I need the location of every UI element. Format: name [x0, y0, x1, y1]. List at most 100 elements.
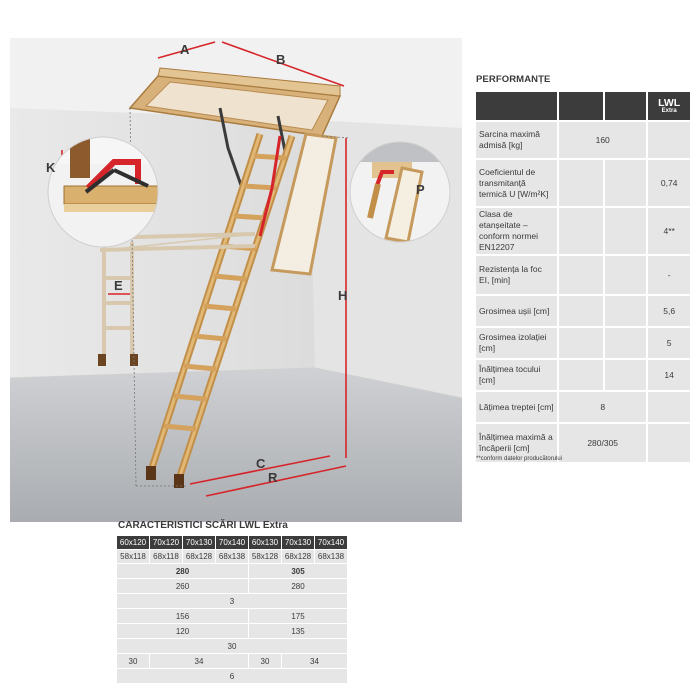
- dim-label-c: C: [256, 456, 266, 471]
- header-cell-1: [559, 92, 603, 120]
- value-b: 34: [150, 654, 248, 668]
- characteristics-title: CARACTERISTICI SCĂRI LWL Extra: [118, 520, 288, 531]
- row-value: 160: [559, 122, 647, 158]
- dim-label-a: A: [180, 42, 190, 57]
- inner-size-cell: 58x118: [117, 550, 149, 563]
- value-full: 30: [117, 639, 347, 653]
- dim-label-b: B: [276, 52, 285, 67]
- handrail: [258, 135, 282, 237]
- row-value: 14: [648, 360, 690, 390]
- height-left: 280: [117, 564, 248, 578]
- size-cell: 70x140: [216, 536, 248, 549]
- row-label: Înălțimea tocului [cm]: [476, 360, 558, 390]
- inner-size-cell: 68x128: [282, 550, 314, 563]
- header-cell-label: [476, 92, 558, 120]
- row-value: 280/305: [559, 424, 647, 462]
- table-row: Lățimea treptei [cm] 8: [476, 392, 690, 422]
- row-value-empty: [604, 328, 647, 358]
- table-row: Clasa de etanșeitate – conform normei EN…: [476, 208, 690, 254]
- header-cell-2: [604, 92, 647, 120]
- table-row: 6: [117, 669, 347, 683]
- table-row: 260 280: [117, 579, 347, 593]
- row-value-empty: [604, 296, 647, 326]
- dim-label-h: H: [338, 288, 347, 303]
- row-label: Coeficientul de transmitanță termică U […: [476, 160, 558, 206]
- ladder-steps: [163, 153, 287, 432]
- table-row: 120 135: [117, 624, 347, 638]
- row-value-empty: [648, 122, 690, 158]
- row-value: 8: [559, 392, 647, 422]
- row-value-empty: [604, 256, 647, 294]
- row-value: 5: [648, 328, 690, 358]
- characteristics-table: 60x120 70x120 70x130 70x140 60x130 70x13…: [116, 535, 348, 684]
- size-cell: 60x120: [117, 536, 149, 549]
- row-value-empty: [559, 208, 603, 254]
- value-d: 34: [282, 654, 347, 668]
- inner-size-cell: 58x128: [249, 550, 281, 563]
- table-row: Grosimea ușii [cm] 5,6: [476, 296, 690, 326]
- row-value-empty: [559, 256, 603, 294]
- performance-title: PERFORMANȚE: [476, 74, 551, 85]
- height-right: 305: [249, 564, 347, 578]
- size-cell: 70x130: [282, 536, 314, 549]
- table-row: Înălțimea maximă a încăperii [cm] 280/30…: [476, 424, 690, 462]
- inner-size-cell: 68x138: [216, 550, 248, 563]
- dim-label-k: K: [46, 160, 56, 175]
- floor: [10, 368, 462, 522]
- sizes-row: 60x120 70x120 70x130 70x140 60x130 70x13…: [117, 536, 347, 549]
- performance-header-row: LWL Extra: [476, 92, 690, 120]
- value-right: 280: [249, 579, 347, 593]
- inner-size-cell: 68x118: [150, 550, 182, 563]
- value-right: 175: [249, 609, 347, 623]
- row-value-empty: [648, 392, 690, 422]
- header-cell-lwl-extra: LWL Extra: [648, 92, 690, 120]
- header-lwl: LWL: [658, 96, 681, 109]
- table-row: 156 175: [117, 609, 347, 623]
- loft-ladder-illustration: A B K P E H C R: [10, 38, 462, 522]
- stair-railing: [99, 232, 256, 358]
- table-row: Coeficientul de transmitanță termică U […: [476, 160, 690, 206]
- dim-label-r: R: [268, 470, 278, 485]
- value-full: 6: [117, 669, 347, 683]
- row-value-empty: [559, 160, 603, 206]
- size-cell: 60x130: [249, 536, 281, 549]
- table-row: Grosimea izolației [cm] 5: [476, 328, 690, 358]
- row-label: Rezistența la foc EI, [min]: [476, 256, 558, 294]
- row-value-empty: [559, 360, 603, 390]
- row-label: Clasa de etanșeitate – conform normei EN…: [476, 208, 558, 254]
- row-value: 0,74: [648, 160, 690, 206]
- row-label: Sarcina maximă admisă [kg]: [476, 122, 558, 158]
- size-cell: 70x140: [315, 536, 347, 549]
- table-row: 30 34 30 34: [117, 654, 347, 668]
- size-cell: 70x130: [183, 536, 215, 549]
- inner-sizes-row: 58x118 68x118 68x128 68x138 58x128 68x12…: [117, 550, 347, 563]
- row-label: Grosimea ușii [cm]: [476, 296, 558, 326]
- table-row: 30: [117, 639, 347, 653]
- inner-size-cell: 68x128: [183, 550, 215, 563]
- table-row: Înălțimea tocului [cm] 14: [476, 360, 690, 390]
- row-value-empty: [559, 296, 603, 326]
- row-value-empty: [559, 328, 603, 358]
- row-label: Lățimea treptei [cm]: [476, 392, 558, 422]
- value-left: 156: [117, 609, 248, 623]
- value-right: 135: [249, 624, 347, 638]
- row-value-empty: [604, 360, 647, 390]
- room-height-row: 280 305: [117, 564, 347, 578]
- value-full: 3: [117, 594, 347, 608]
- row-value-empty: [604, 160, 647, 206]
- value-c: 30: [249, 654, 281, 668]
- performance-footnote: **conform datelor producătorului: [476, 456, 563, 462]
- row-value: -: [648, 256, 690, 294]
- dim-label-e: E: [114, 278, 123, 293]
- row-value: 4**: [648, 208, 690, 254]
- row-value-empty: [604, 208, 647, 254]
- dim-label-p: P: [416, 182, 425, 197]
- row-value: 5,6: [648, 296, 690, 326]
- row-label: Înălțimea maximă a încăperii [cm]: [476, 424, 558, 462]
- header-extra: Extra: [661, 107, 677, 114]
- inner-size-cell: 68x138: [315, 550, 347, 563]
- value-a: 30: [117, 654, 149, 668]
- performance-table: LWL Extra Sarcina maximă admisă [kg] 160…: [474, 90, 692, 464]
- row-value-empty: [648, 424, 690, 462]
- left-wall: [10, 108, 315, 378]
